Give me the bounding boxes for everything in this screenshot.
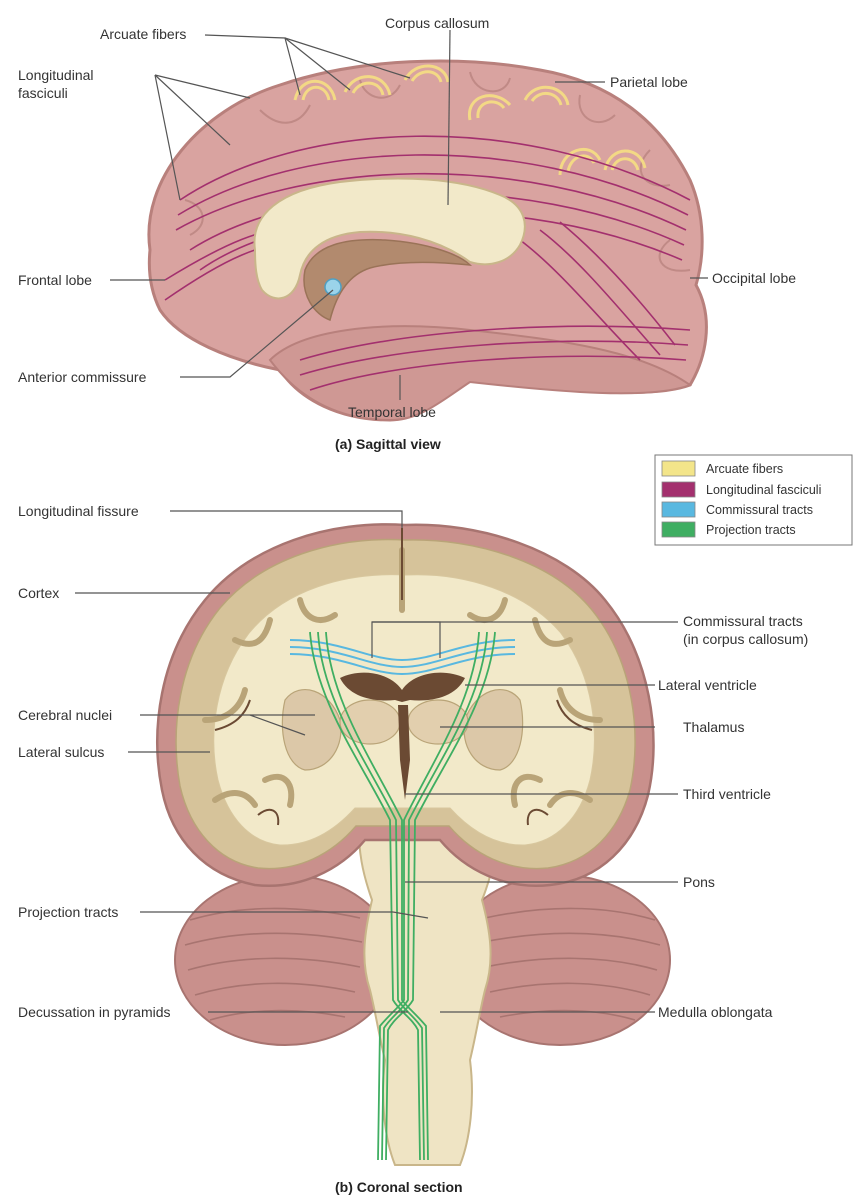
projection-tracts-lines: [309, 631, 496, 1161]
thalamus-shape: [339, 699, 469, 745]
label-longitudinal-fasciculi-line2: fasciculi: [18, 85, 68, 101]
coronal-labels: Longitudinal fissure Cortex Commissural …: [18, 503, 808, 1195]
arcuate-fiber-marks: [293, 64, 647, 176]
legend-label-commissural: Commissural tracts: [706, 503, 813, 517]
legend-label-longitudinal: Longitudinal fasciculi: [706, 483, 821, 497]
cerebellum-shape: [174, 874, 671, 1046]
label-medulla-oblongata: Medulla oblongata: [658, 1004, 773, 1020]
legend-label-arcuate: Arcuate fibers: [706, 462, 783, 476]
label-corpus-callosum: Corpus callosum: [385, 15, 489, 31]
legend-swatch-projection: [661, 521, 696, 538]
sagittal-view: [147, 59, 708, 422]
label-anterior-commissure: Anterior commissure: [18, 369, 147, 385]
label-third-ventricle: Third ventricle: [683, 786, 771, 802]
label-cerebral-nuclei: Cerebral nuclei: [18, 707, 112, 723]
coronal-sulci-dark: [214, 528, 593, 826]
temporal-lobe-shape: [268, 325, 693, 422]
label-decussation-in-pyramids: Decussation in pyramids: [18, 1004, 171, 1020]
brainstem-shape: [357, 799, 498, 1166]
sagittal-labels: Arcuate fibers Corpus callosum Longitudi…: [18, 15, 796, 452]
caption-sagittal-view: (a) Sagittal view: [335, 436, 441, 452]
label-lateral-sulcus: Lateral sulcus: [18, 744, 104, 760]
legend-swatch-longitudinal: [661, 481, 696, 498]
legend-swatch-arcuate: [661, 460, 696, 477]
label-commissural-tracts-line1: Commissural tracts: [683, 613, 803, 629]
cerebral-nuclei-shape: [281, 689, 524, 771]
label-longitudinal-fasciculi-line1: Longitudinal: [18, 67, 94, 83]
label-frontal-lobe: Frontal lobe: [18, 272, 92, 288]
legend: Arcuate fibers Longitudinal fasciculi Co…: [654, 454, 853, 546]
corpus-callosum-shape: [253, 177, 526, 300]
label-parietal-lobe: Parietal lobe: [610, 74, 688, 90]
label-arcuate-fibers: Arcuate fibers: [100, 26, 186, 42]
label-lateral-ventricle: Lateral ventricle: [658, 677, 757, 693]
coronal-leader-lines: [75, 510, 678, 1013]
legend-swatch-commissural: [661, 501, 696, 518]
sagittal-leader-lines: [110, 29, 708, 400]
label-projection-tracts: Projection tracts: [18, 904, 118, 920]
caption-coronal-section: (b) Coronal section: [335, 1179, 463, 1195]
legend-label-projection: Projection tracts: [706, 523, 796, 537]
label-longitudinal-fissure: Longitudinal fissure: [18, 503, 139, 519]
coronal-section: [156, 523, 671, 1166]
lateral-ventricle-shape: [340, 672, 465, 702]
label-pons: Pons: [683, 874, 715, 890]
label-cortex: Cortex: [18, 585, 59, 601]
label-commissural-tracts-line2: (in corpus callosum): [683, 631, 808, 647]
label-temporal-lobe: Temporal lobe: [348, 404, 436, 420]
commissural-tracts-lines: [289, 639, 516, 676]
anterior-commissure-shape: [324, 278, 342, 296]
fornix-region: [303, 238, 473, 321]
label-thalamus: Thalamus: [683, 719, 744, 735]
third-ventricle-shape: [398, 705, 410, 800]
label-occipital-lobe: Occipital lobe: [712, 270, 796, 286]
